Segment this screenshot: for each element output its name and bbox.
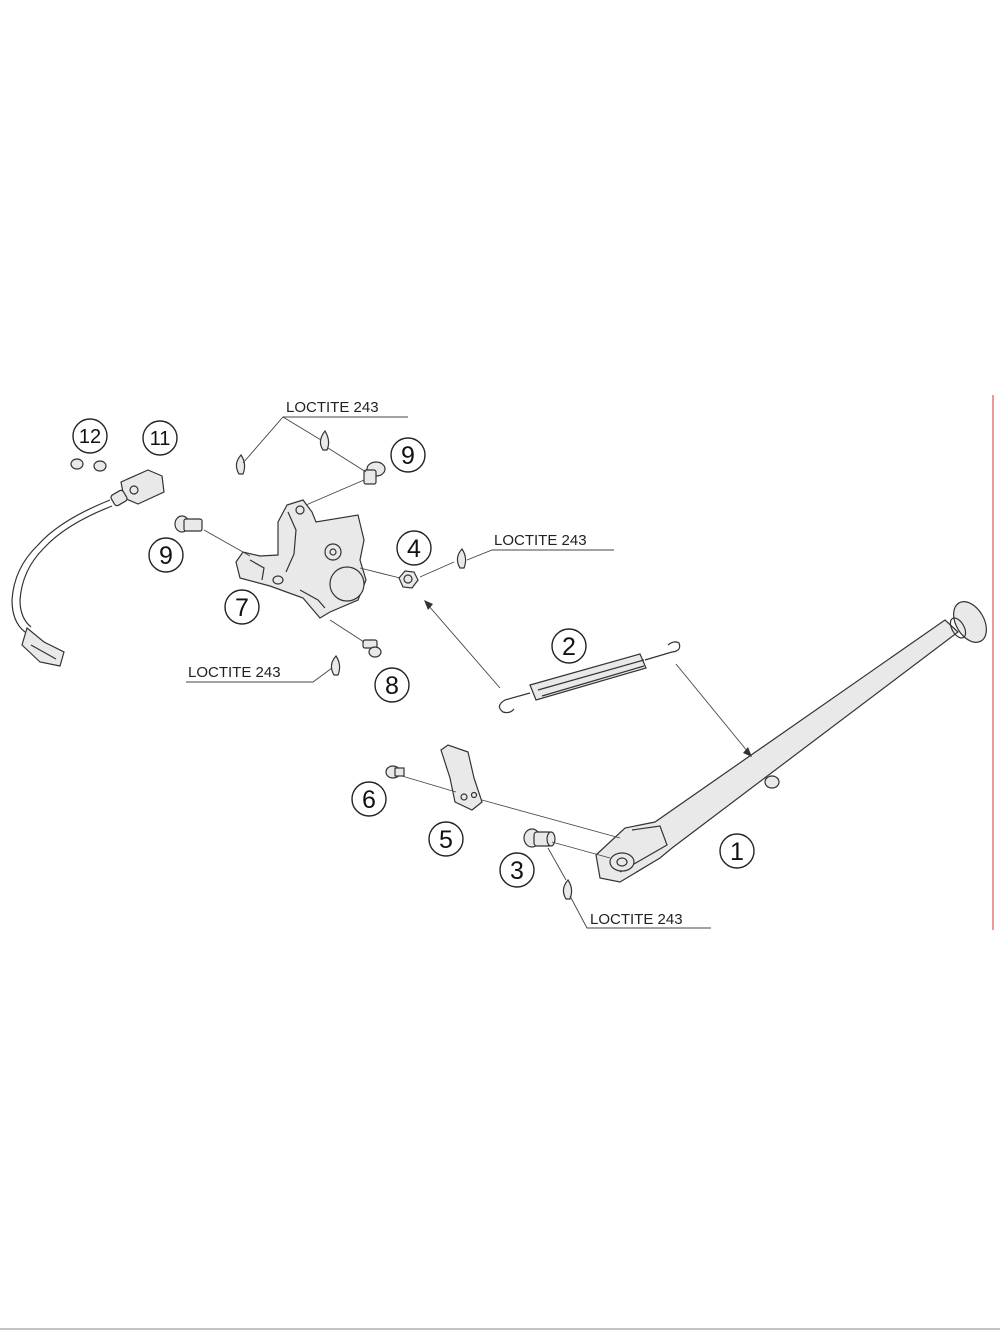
side-stand-switch-part bbox=[11, 469, 165, 667]
nut-part bbox=[398, 570, 419, 589]
loctite-drop-icon bbox=[456, 548, 467, 569]
bolt-9-upper-part bbox=[363, 461, 386, 485]
callout-9: 9 bbox=[390, 437, 426, 473]
loctite-drop-icon bbox=[330, 655, 341, 676]
callout-12: 12 bbox=[72, 418, 108, 454]
screw-part bbox=[385, 765, 405, 779]
bolt-9-lower-part bbox=[174, 515, 203, 533]
svg-text:3: 3 bbox=[510, 857, 524, 885]
svg-text:7: 7 bbox=[235, 594, 249, 622]
svg-text:11: 11 bbox=[150, 428, 171, 450]
bolt-8-part bbox=[362, 639, 382, 658]
callout-8: 8 bbox=[374, 667, 410, 703]
svg-text:2: 2 bbox=[562, 633, 576, 661]
leader-lines bbox=[186, 416, 752, 929]
spring-part bbox=[498, 641, 681, 714]
loctite-drop-icon bbox=[319, 429, 330, 451]
svg-text:12: 12 bbox=[79, 426, 101, 448]
svg-text:4: 4 bbox=[407, 535, 421, 563]
loctite-drop-icon bbox=[562, 879, 573, 900]
callout-6: 6 bbox=[351, 781, 387, 817]
pivot-bolt-part bbox=[523, 828, 556, 848]
loctite-label: LOCTITE 243 bbox=[188, 664, 281, 681]
bracket-part bbox=[440, 744, 483, 811]
svg-text:9: 9 bbox=[401, 442, 415, 470]
callout-4: 4 bbox=[396, 530, 432, 566]
callout-2: 2 bbox=[551, 628, 587, 664]
svg-text:6: 6 bbox=[362, 786, 376, 814]
stand-bracket-part bbox=[235, 499, 367, 619]
callout-1: 1 bbox=[719, 833, 755, 869]
loctite-label: LOCTITE 243 bbox=[286, 399, 379, 416]
svg-text:5: 5 bbox=[439, 826, 453, 854]
callout-7: 7 bbox=[224, 589, 260, 625]
loctite-drop-icon bbox=[235, 454, 246, 475]
side-stand-part bbox=[595, 601, 987, 883]
callout-11: 11 bbox=[142, 420, 178, 456]
switch-screws-part bbox=[70, 458, 107, 472]
callout-5: 5 bbox=[428, 821, 464, 857]
loctite-label: LOCTITE 243 bbox=[494, 532, 587, 549]
loctite-label: LOCTITE 243 bbox=[590, 911, 683, 928]
svg-text:8: 8 bbox=[385, 672, 399, 700]
callout-3: 3 bbox=[499, 852, 535, 888]
svg-text:9: 9 bbox=[159, 542, 173, 570]
svg-text:1: 1 bbox=[730, 838, 744, 866]
callout-9: 9 bbox=[148, 537, 184, 573]
